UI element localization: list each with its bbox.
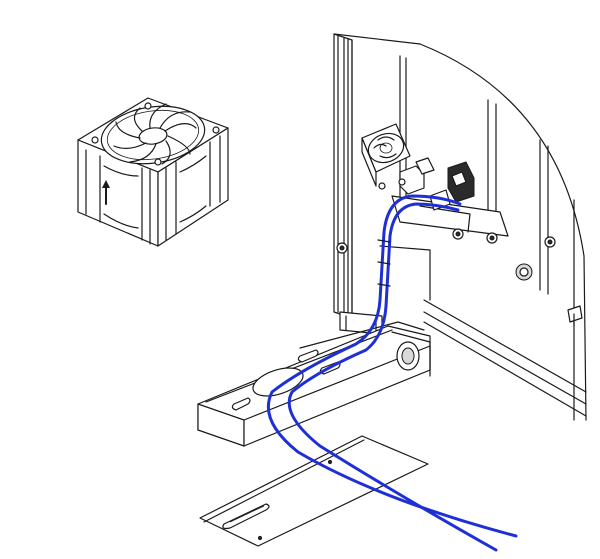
fan-detail (77, 97, 229, 247)
cable-2 (287, 202, 498, 552)
airflow-arrow-icon (102, 180, 110, 205)
cabinet-frame (333, 33, 587, 421)
cover-plate (199, 435, 429, 547)
cable-1 (266, 194, 518, 538)
cables (266, 194, 518, 552)
base-foot (197, 321, 431, 447)
connector-block (378, 157, 475, 211)
mounted-fan (361, 123, 411, 187)
